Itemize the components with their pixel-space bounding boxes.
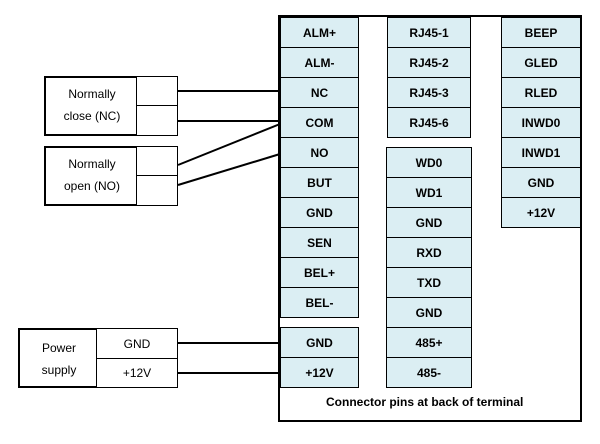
col1-pin-6: GND	[280, 197, 359, 228]
col3-pin-2: RLED	[501, 77, 581, 108]
col3-pin-0: BEEP	[501, 17, 581, 48]
col3-pin-3: INWD0	[501, 107, 581, 138]
col2-rj45-pin-3: RJ45-6	[387, 107, 471, 138]
col2-rj45-pin-1: RJ45-2	[387, 47, 471, 78]
col1-pin-9: BEL-	[280, 287, 359, 318]
col1-pin-3: COM	[280, 107, 359, 138]
terminal-caption: Connector pins at back of terminal	[326, 395, 524, 409]
col2-data-pin-6: 485+	[386, 327, 472, 358]
col1-power-pin-1: +12V	[280, 357, 359, 388]
relay-nc-terminal-2	[136, 105, 178, 136]
wire-no	[177, 153, 281, 186]
col1-pin-8: BEL+	[280, 257, 359, 288]
power-supply-label-line1: Power	[41, 341, 76, 355]
relay-nc-terminal-1	[136, 76, 178, 106]
relay-no-terminal-1	[136, 146, 178, 176]
col3-pin-6: +12V	[501, 197, 581, 228]
col2-data-pin-1: WD1	[386, 177, 472, 208]
col3-pin-1: GLED	[501, 47, 581, 78]
col1-pin-1: ALM-	[280, 47, 359, 78]
col1-pin-0: ALM+	[280, 17, 359, 48]
relay-no-terminal-2	[136, 175, 178, 206]
col1-pin-5: BUT	[280, 167, 359, 198]
col1-power-pin-0: GND	[280, 327, 359, 358]
col3-pin-5: GND	[501, 167, 581, 198]
col2-data-pin-5: GND	[386, 297, 472, 328]
power-supply-label-line2: supply	[41, 363, 77, 377]
col2-rj45-pin-2: RJ45-3	[387, 77, 471, 108]
power-supply-12v-terminal: +12V	[96, 358, 178, 388]
col1-pin-2: NC	[280, 77, 359, 108]
col2-data-pin-3: RXD	[386, 237, 472, 268]
col2-data-pin-7: 485-	[386, 357, 472, 388]
relay-nc-label-line2: close (NC)	[63, 109, 121, 123]
relay-no-label-line1: Normally	[68, 157, 116, 171]
col2-data-pin-2: GND	[386, 207, 472, 238]
col3-pin-4: INWD1	[501, 137, 581, 168]
relay-no-label-line2: open (NO)	[63, 179, 121, 193]
col2-rj45-pin-0: RJ45-1	[387, 17, 471, 48]
wire-no-com	[177, 123, 281, 166]
power-supply-gnd-terminal: GND	[96, 328, 178, 359]
col2-data-pin-0: WD0	[386, 147, 472, 178]
col1-pin-4: NO	[280, 137, 359, 168]
col1-pin-7: SEN	[280, 227, 359, 258]
col2-data-pin-4: TXD	[386, 267, 472, 298]
relay-nc-label-line1: Normally	[68, 87, 116, 101]
